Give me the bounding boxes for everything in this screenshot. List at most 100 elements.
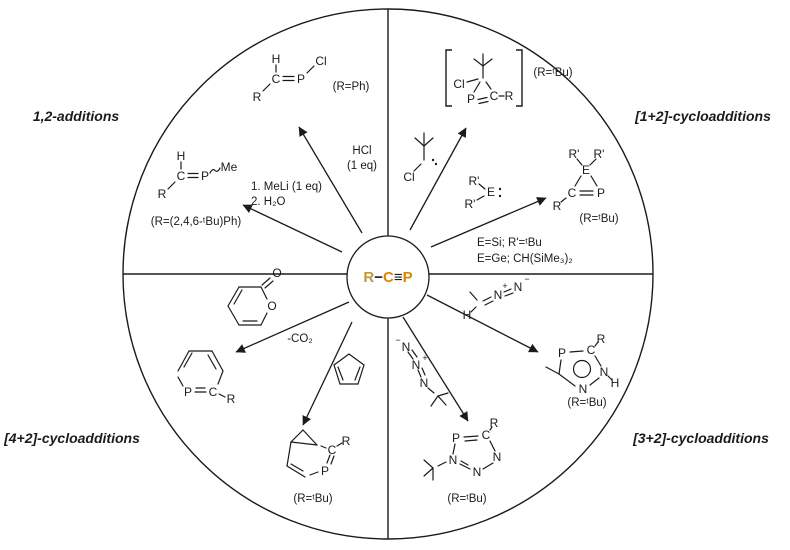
double-bond-inner	[337, 366, 344, 381]
atom-n: N	[600, 365, 609, 379]
charge-plus: +	[422, 353, 427, 363]
center-triple-bond: ≡	[394, 269, 403, 286]
bond	[413, 163, 422, 172]
atom-p: P	[184, 385, 192, 399]
double-bond	[417, 369, 422, 378]
lone-pair-dot	[431, 158, 435, 162]
atom-r: R	[490, 416, 499, 430]
atom-r: R	[342, 434, 351, 448]
double-bond-inner	[354, 366, 361, 381]
bond	[569, 350, 584, 353]
note-r-eq-mes: (R=(2,4,6-ᵗBu)Ph)	[151, 216, 242, 228]
arrow-diazo	[426, 294, 539, 353]
bond	[594, 341, 599, 347]
tbu-bond	[423, 459, 434, 469]
reagent-diazo: H N N + −	[463, 274, 530, 322]
bond	[227, 286, 240, 307]
lone-pair-dot	[434, 162, 438, 166]
label-meli-step1: 1. MeLi (1 eq)	[251, 181, 322, 193]
double-bond	[421, 367, 426, 376]
atom-c: C	[328, 443, 337, 457]
bond	[466, 78, 479, 83]
atom-o: O	[267, 299, 276, 313]
double-bond	[478, 100, 489, 105]
product-carbene-ring: Cl P C R (R=ᵗBu)	[445, 49, 573, 107]
bond	[452, 443, 456, 455]
lone-pair-dot	[498, 187, 502, 191]
carbonyl-bond	[261, 277, 271, 286]
product-triazaphosphole: P C R N N N (R=ᵗBu)	[423, 416, 501, 505]
arrow-pyranone	[235, 301, 350, 353]
bond	[473, 81, 481, 93]
product-phosphanorbornadiene: C P R (R=ᵗBu)	[286, 429, 351, 505]
bond	[470, 306, 477, 313]
bond	[348, 353, 365, 366]
note-r-eq-tbu: (R=ᵗBu)	[579, 213, 618, 225]
atom-n: N	[402, 340, 411, 354]
center-single-bond: −	[374, 269, 383, 286]
bond	[594, 355, 602, 367]
atom-c: C	[209, 385, 218, 399]
arrow-hcl	[298, 126, 363, 234]
double-bond	[407, 351, 414, 360]
center-circle	[346, 235, 430, 319]
atom-p: P	[201, 169, 209, 183]
double-bond	[411, 349, 418, 358]
double-bond-inner	[464, 439, 478, 442]
atom-cl: Cl	[315, 54, 326, 68]
methyl-bond	[545, 366, 560, 375]
quadrant-label-12-cycloadditions: [1+2]-cycloadditions	[634, 108, 771, 124]
bond	[576, 158, 583, 166]
atom-p: P	[467, 92, 475, 106]
atom-p: P	[452, 431, 460, 445]
bridge-bond	[290, 429, 304, 443]
atom-p: P	[597, 186, 605, 200]
bond	[336, 442, 343, 447]
carbonyl-bond	[264, 280, 274, 289]
atom-n: N	[420, 376, 429, 390]
tbu-bond	[437, 395, 447, 406]
double-bond-inner	[460, 460, 469, 466]
bond	[607, 375, 613, 381]
center-formula: R−C≡P	[363, 269, 412, 286]
bond	[560, 197, 567, 203]
group-r-prime: R'	[465, 197, 476, 211]
bond	[589, 377, 600, 386]
group-r-prime: R'	[594, 147, 605, 161]
bond	[482, 462, 494, 470]
atom-n: N	[473, 465, 482, 479]
label-hcl-eq: (1 eq)	[347, 160, 377, 172]
arrow-silylene	[430, 197, 547, 248]
bond	[485, 81, 492, 90]
reagent-pyranone: O O -CO₂	[227, 266, 313, 345]
double-bond	[477, 96, 488, 101]
double-bond-inner	[290, 463, 304, 472]
double-bond	[503, 288, 512, 293]
condition-ge: E=Ge; CH(SiMe₃)₂	[477, 253, 573, 265]
arrow-azide	[402, 316, 469, 422]
right-bracket	[516, 49, 523, 107]
atom-cl: Cl	[453, 77, 464, 91]
bond	[306, 65, 315, 74]
double-bond-inner	[183, 352, 193, 368]
atom-o: O	[272, 266, 281, 280]
center-r: R	[363, 269, 374, 286]
atom-c: C	[568, 186, 577, 200]
bond	[286, 465, 306, 478]
note-r-eq-tbu: (R=ᵗBu)	[293, 493, 332, 505]
bond	[309, 471, 319, 476]
lone-pair-dot	[498, 194, 502, 198]
bond	[290, 441, 318, 446]
reagent-silylene: R' R' E	[465, 174, 502, 211]
atom-h: H	[272, 52, 281, 66]
bond	[590, 175, 598, 187]
center-c: C	[383, 269, 394, 286]
bond	[437, 461, 447, 467]
tbu-bond	[437, 392, 449, 397]
atom-r: R	[505, 89, 514, 103]
tbu-bond	[430, 395, 439, 407]
bond	[333, 364, 341, 385]
atom-c: C	[490, 89, 499, 103]
label-minus-co2: -CO₂	[287, 333, 313, 345]
